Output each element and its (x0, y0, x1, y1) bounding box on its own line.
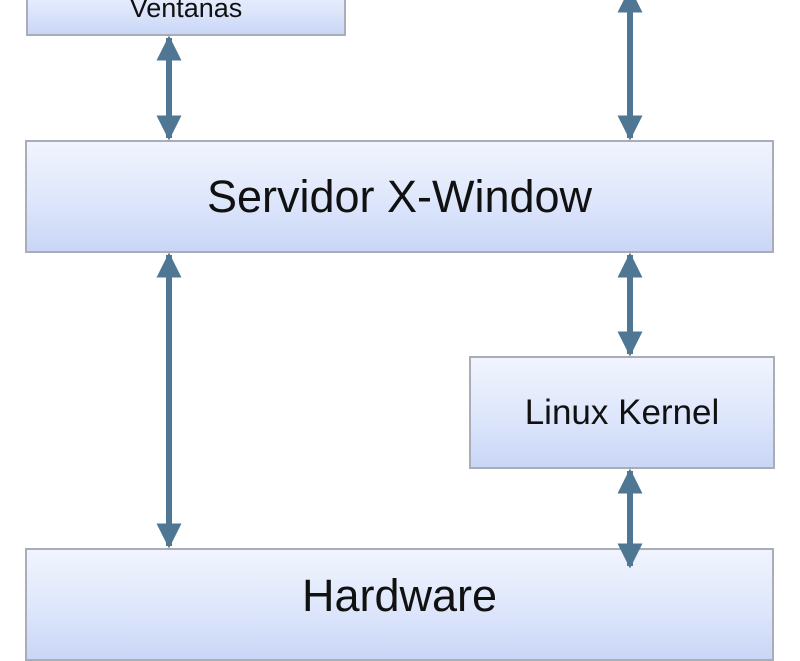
linux-kernel-label: Linux Kernel (524, 392, 720, 432)
window-manager-box: Ventanas (26, 0, 346, 36)
window-manager-label: Ventanas (129, 0, 243, 23)
connector-arrows (156, 0, 643, 569)
x-server-box: Servidor X-Window (25, 140, 774, 253)
linux-kernel-box: Linux Kernel (469, 356, 775, 469)
hardware-box: Hardware (25, 548, 774, 661)
hardware-label: Hardware (301, 570, 498, 621)
x-server-label: Servidor X-Window (206, 170, 593, 222)
